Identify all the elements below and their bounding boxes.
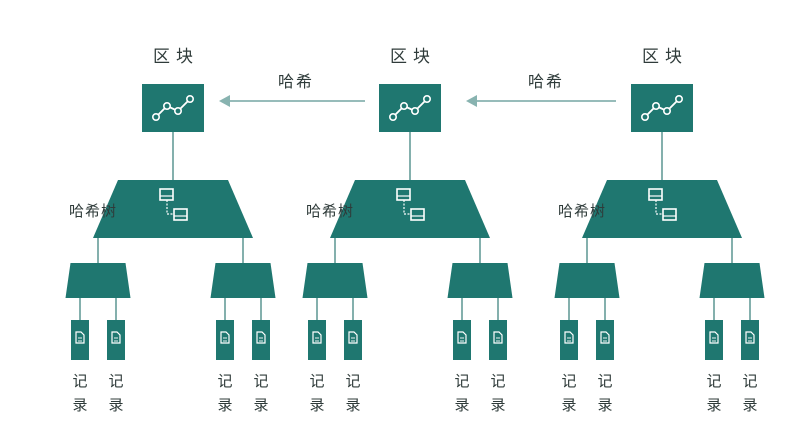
record-label-top: 记: [454, 372, 469, 390]
hash-arrows: 哈希 哈希: [219, 72, 616, 107]
leaf-node: [447, 263, 513, 298]
block-label: 区块: [642, 47, 688, 67]
record-node: [453, 320, 471, 360]
document-icon: [493, 331, 503, 344]
leaf-node: [65, 263, 131, 298]
document-icon: [745, 331, 755, 344]
document-icon: [111, 331, 121, 344]
linked-nodes-icon: [396, 188, 425, 221]
merkle-root-node: [582, 180, 742, 238]
document-icon: [348, 331, 358, 344]
merkle-tree-label: 哈希树: [69, 202, 117, 220]
record-label-bottom: 录: [108, 396, 123, 414]
document-icon: [75, 331, 85, 344]
record-node: [308, 320, 326, 360]
record-label-top: 记: [561, 372, 576, 390]
merkle-tree-label: 哈希树: [558, 202, 606, 220]
connectors: [79, 132, 751, 320]
record-label-bottom: 录: [309, 396, 324, 414]
record-node: [705, 320, 723, 360]
document-icon: [600, 331, 610, 344]
linked-nodes-icon: [159, 188, 188, 221]
record-node: [344, 320, 362, 360]
record-label-bottom: 录: [561, 396, 576, 414]
document-icon: [564, 331, 574, 344]
hash-label: 哈希: [278, 72, 314, 91]
record-label-bottom: 录: [597, 396, 612, 414]
record-label-top: 记: [72, 372, 87, 390]
linked-nodes-icon: [648, 188, 677, 221]
record-label-top: 记: [742, 372, 757, 390]
block-label: 区块: [153, 47, 199, 67]
record-node: [252, 320, 270, 360]
document-icon: [220, 331, 230, 344]
line-chart-icon: [640, 95, 683, 122]
leaf-node: [554, 263, 620, 298]
record-label-top: 记: [253, 372, 268, 390]
hash-label: 哈希: [528, 72, 564, 91]
record-node: [741, 320, 759, 360]
record-node: [489, 320, 507, 360]
record-label-bottom: 录: [742, 396, 757, 414]
record-label-top: 记: [490, 372, 505, 390]
record-node: [596, 320, 614, 360]
record-label-bottom: 录: [345, 396, 360, 414]
record-label-bottom: 录: [490, 396, 505, 414]
document-icon: [256, 331, 266, 344]
hash-arrow-head: [219, 95, 230, 107]
record-label-top: 记: [309, 372, 324, 390]
line-chart-icon: [388, 95, 431, 122]
record-label-bottom: 录: [454, 396, 469, 414]
line-chart-icon: [152, 95, 195, 122]
merkle-root-node: [93, 180, 253, 238]
leaf-node: [210, 263, 276, 298]
leaf-node: [302, 263, 368, 298]
record-node: [216, 320, 234, 360]
record-label-top: 记: [345, 372, 360, 390]
record-label-bottom: 录: [706, 396, 721, 414]
document-icon: [457, 331, 467, 344]
record-node: [71, 320, 89, 360]
block-label: 区块: [390, 47, 436, 67]
hash-arrow-head: [466, 95, 477, 107]
record-label-bottom: 录: [253, 396, 268, 414]
record-label-bottom: 录: [72, 396, 87, 414]
record-label-top: 记: [108, 372, 123, 390]
record-label-top: 记: [706, 372, 721, 390]
record-label-bottom: 录: [217, 396, 232, 414]
merkle-tree-label: 哈希树: [306, 202, 354, 220]
record-label-top: 记: [217, 372, 232, 390]
document-icon: [709, 331, 719, 344]
merkle-root-node: [330, 180, 490, 238]
document-icon: [312, 331, 322, 344]
record-node: [107, 320, 125, 360]
leaf-node: [699, 263, 765, 298]
record-label-top: 记: [597, 372, 612, 390]
record-node: [560, 320, 578, 360]
